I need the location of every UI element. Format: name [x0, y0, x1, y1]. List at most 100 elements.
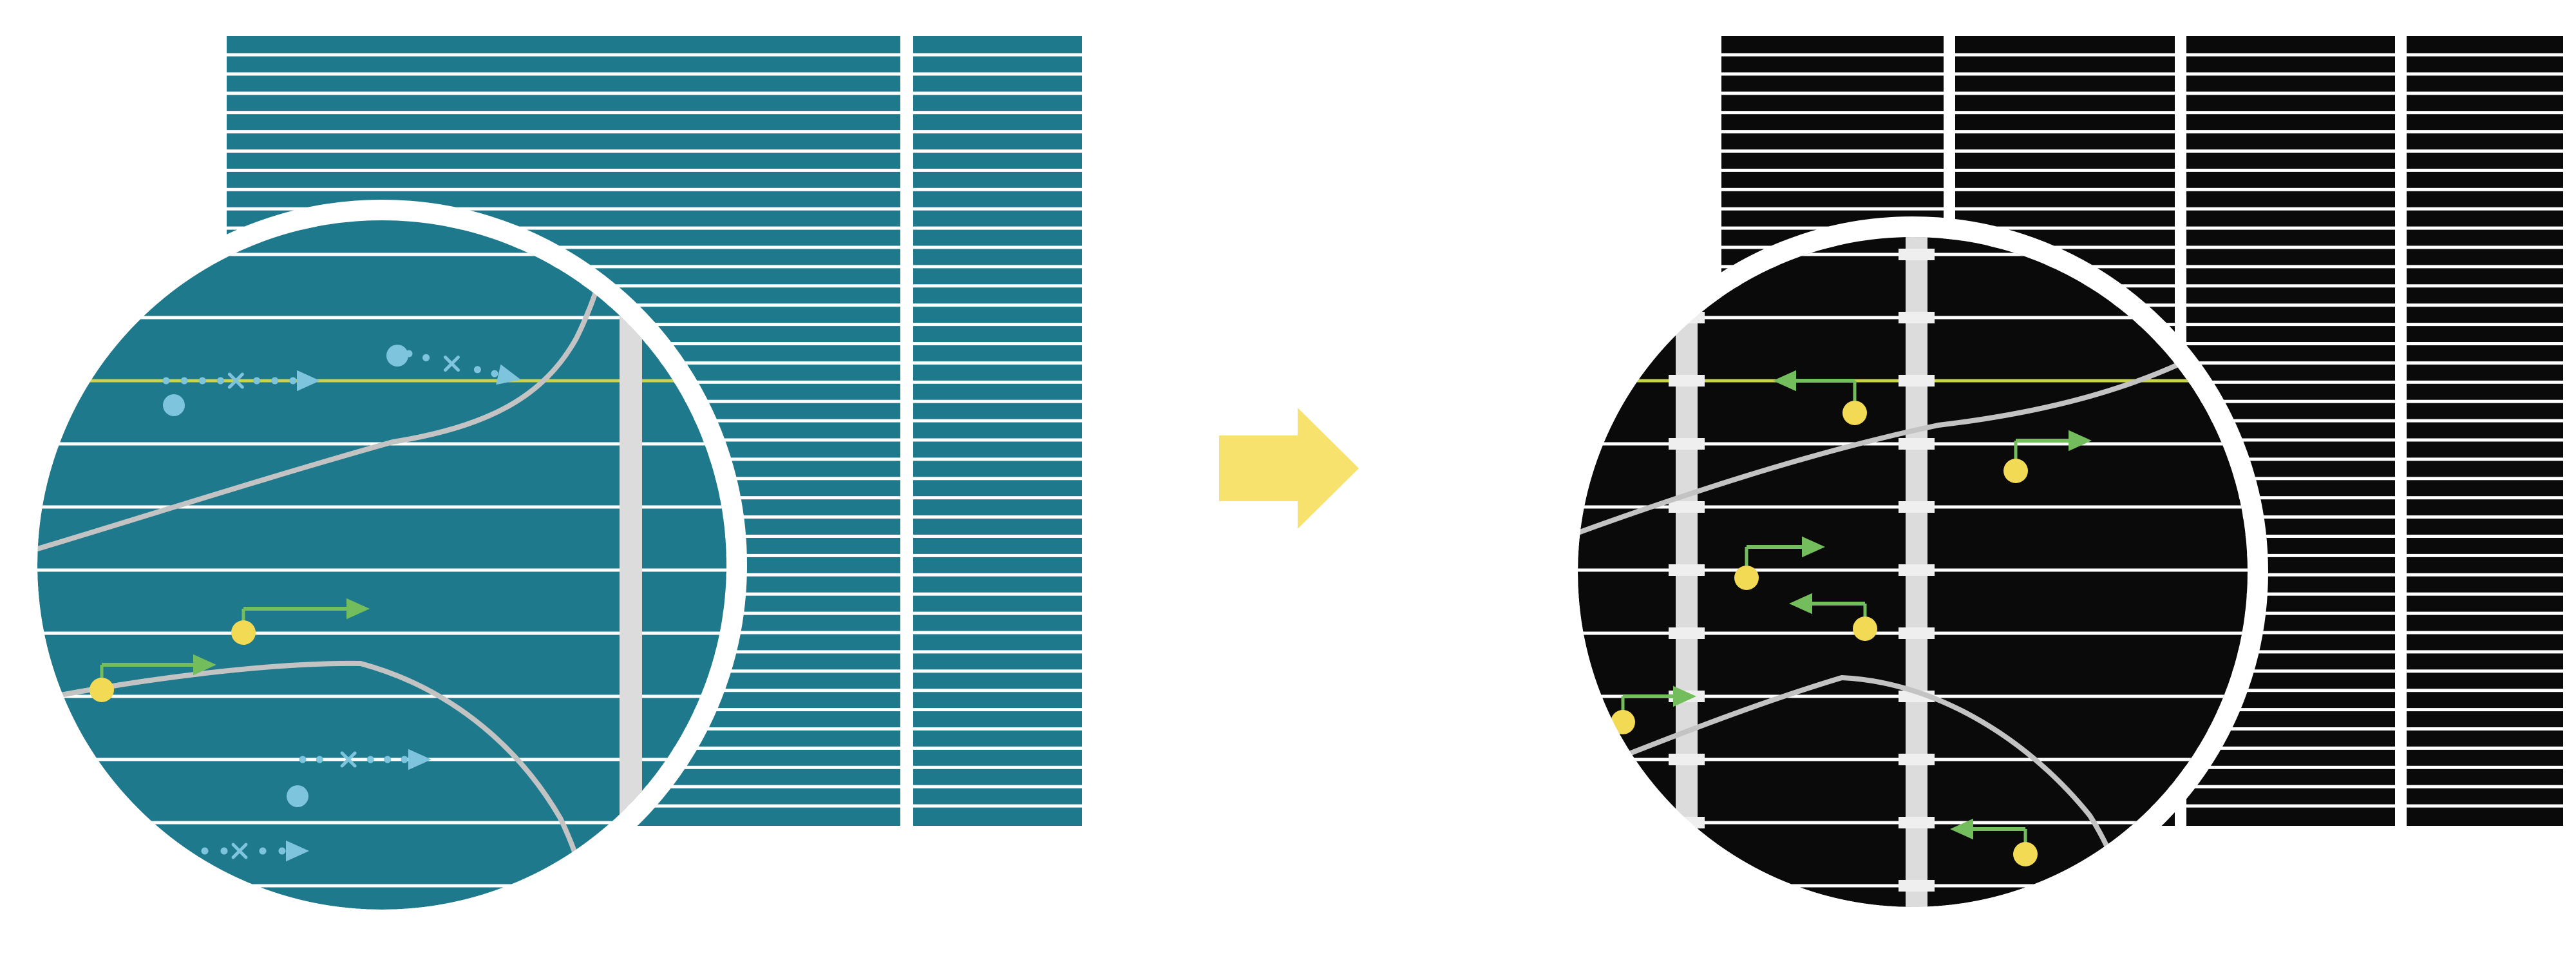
- finger-line: [913, 323, 1082, 327]
- finger-line: [2186, 804, 2395, 808]
- electron-carrier: [287, 785, 308, 807]
- finger-line: [2407, 207, 2563, 211]
- hole-carrier: [90, 678, 114, 702]
- trail-dot: [422, 354, 430, 361]
- electron-arrowhead: [408, 749, 431, 770]
- finger-line: [913, 746, 1082, 750]
- finger-line: [2186, 515, 2395, 519]
- finger-line: [2407, 708, 2563, 712]
- finger-line: [227, 72, 900, 76]
- finger-line: [227, 187, 900, 191]
- finger-line: [913, 187, 1082, 191]
- finger-line: [913, 342, 1082, 345]
- finger-line: [2407, 111, 2563, 115]
- finger-line: [1721, 168, 1944, 172]
- finger-line: [2407, 265, 2563, 269]
- hole-arrowhead: [2069, 430, 2092, 452]
- finger-line: [2407, 669, 2563, 673]
- hole-drift: [1773, 370, 1867, 425]
- finger-line: [2186, 303, 2395, 307]
- finger-line: [913, 785, 1082, 788]
- finger-line: [1721, 111, 1944, 115]
- busbar-pad: [1899, 501, 1935, 513]
- busbar-pad: [1899, 564, 1935, 576]
- finger-line: [1955, 187, 2175, 191]
- magnifier-before: [17, 200, 747, 930]
- finger-line: [913, 573, 1082, 577]
- finger-line: [227, 111, 900, 115]
- busbar-pad: [1669, 438, 1705, 450]
- finger-line: [1955, 207, 2175, 211]
- finger-line: [2407, 785, 2563, 788]
- finger-line: [913, 438, 1082, 442]
- finger-line: [2186, 111, 2395, 115]
- finger-line: [2186, 669, 2395, 673]
- hole-drift: [2003, 430, 2092, 483]
- finger-line: [2407, 553, 2563, 557]
- finger-line: [913, 496, 1082, 500]
- mag-finger-line: [37, 568, 726, 572]
- finger-line: [2186, 573, 2395, 577]
- hole-arrowhead: [1673, 685, 1696, 707]
- electron-arrowhead: [496, 364, 521, 385]
- mag-finger-line: [37, 253, 726, 256]
- finger-line: [1955, 53, 2175, 57]
- finger-line: [2407, 226, 2563, 230]
- finger-line: [913, 226, 1082, 230]
- magnifier-ring: [1557, 216, 2268, 928]
- finger-line: [1955, 111, 2175, 115]
- finger-line: [913, 91, 1082, 95]
- hole-carrier: [1853, 616, 1877, 641]
- finger-line: [2407, 284, 2563, 288]
- trail-dot: [201, 847, 209, 855]
- hole-carrier: [1734, 566, 1759, 590]
- finger-line: [913, 111, 1082, 115]
- mag-finger-line: [37, 631, 726, 635]
- trail-dot: [271, 377, 279, 385]
- finger-line: [913, 477, 1082, 481]
- highlight-finger-line: [37, 379, 726, 383]
- finger-line: [2186, 72, 2395, 76]
- finger-line: [913, 53, 1082, 57]
- trail-dot: [180, 377, 188, 385]
- trail-dot: [198, 377, 206, 385]
- hole-arrowhead: [1789, 593, 1812, 615]
- busbar-pad: [1899, 627, 1935, 639]
- finger-line: [1955, 130, 2175, 134]
- finger-line: [2186, 553, 2395, 557]
- magnified-view: [1578, 237, 2248, 907]
- finger-line: [2186, 592, 2395, 596]
- finger-line: [913, 553, 1082, 557]
- finger-line: [2186, 245, 2395, 249]
- finger-line: [1955, 245, 2175, 249]
- trail-dot: [299, 756, 307, 763]
- finger-line: [227, 168, 900, 172]
- finger-line: [2407, 361, 2563, 365]
- trail-dot: [278, 847, 286, 855]
- blocked-electron-trail: [162, 370, 320, 392]
- finger-line: [227, 91, 900, 95]
- finger-line: [1721, 130, 1944, 134]
- finger-line: [2186, 650, 2395, 654]
- hole-drift: [1611, 685, 1696, 734]
- finger-line: [2186, 265, 2395, 269]
- magnifier-after: [1557, 216, 2268, 928]
- finger-line: [2407, 457, 2563, 461]
- hole-carrier: [1611, 710, 1635, 734]
- finger-line: [2407, 765, 2563, 769]
- finger-line: [227, 130, 900, 134]
- finger-line: [2186, 187, 2395, 191]
- trail-dot: [491, 370, 498, 377]
- finger-line: [1721, 149, 1944, 153]
- finger-line: [913, 689, 1082, 692]
- finger-line: [1955, 226, 2175, 230]
- finger-line: [913, 535, 1082, 538]
- hole-arrowhead: [1950, 818, 1973, 840]
- finger-line: [913, 72, 1082, 76]
- electron-carrier: [386, 345, 408, 367]
- hole-arrowhead: [1773, 370, 1796, 392]
- finger-line: [227, 53, 900, 57]
- finger-line: [2186, 419, 2395, 423]
- busbar-pad: [1669, 627, 1705, 639]
